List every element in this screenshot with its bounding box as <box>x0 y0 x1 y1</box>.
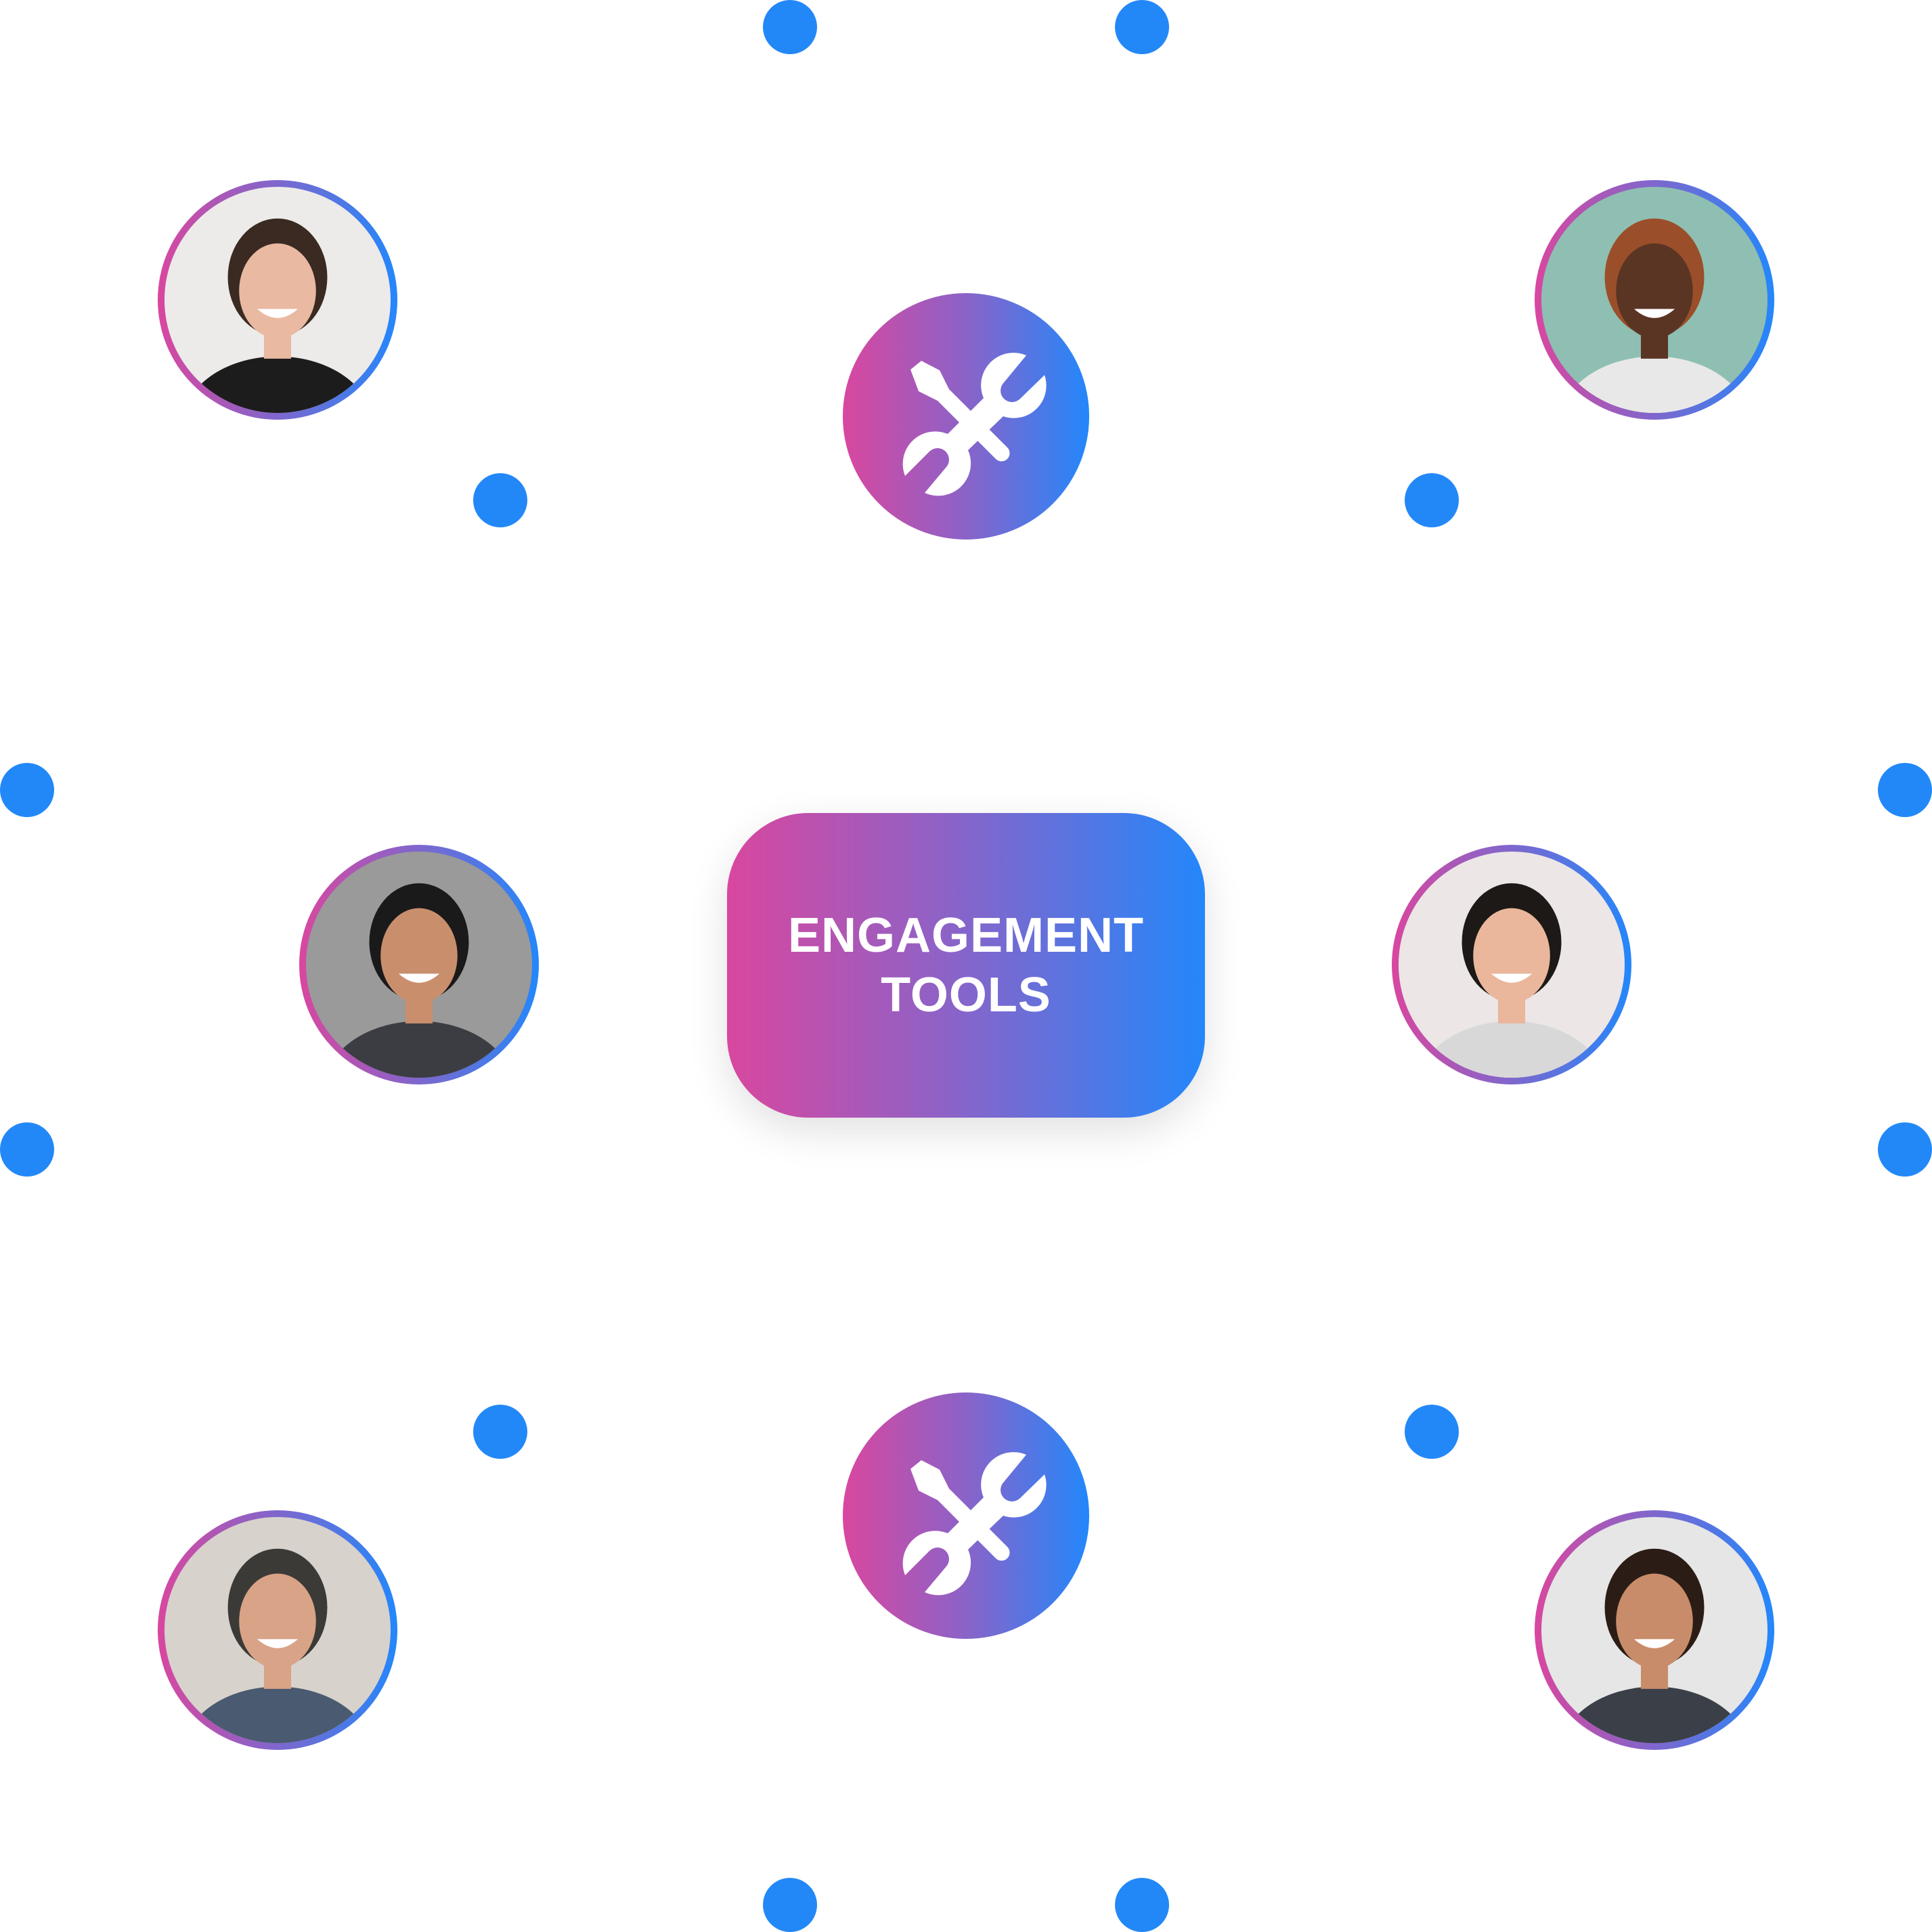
decorative-dot <box>763 0 817 54</box>
decorative-dot <box>1115 1878 1169 1932</box>
tools-icon <box>902 353 1047 496</box>
avatar <box>158 180 397 420</box>
person-photo <box>1541 1517 1768 1743</box>
card-title-line2: TOOLS <box>881 968 1051 1022</box>
avatar <box>158 1510 397 1750</box>
decorative-dot <box>473 473 527 527</box>
decorative-dot <box>0 1122 54 1177</box>
engagement-tools-card: ENGAGEMENT TOOLS <box>727 813 1205 1118</box>
decorative-dot <box>1878 1122 1932 1177</box>
tools-icon-top <box>843 293 1089 540</box>
decorative-dot <box>1878 763 1932 817</box>
person-photo <box>1399 852 1625 1078</box>
decorative-dot <box>1115 0 1169 54</box>
person-photo <box>164 187 391 413</box>
decorative-dot <box>473 1405 527 1459</box>
avatar <box>1535 1510 1774 1750</box>
avatar <box>1392 845 1631 1084</box>
decorative-dot <box>763 1878 817 1932</box>
decorative-dot <box>0 763 54 817</box>
tools-icon-bottom <box>843 1392 1089 1639</box>
decorative-dot <box>1405 1405 1459 1459</box>
card-title-line1: ENGAGEMENT <box>787 908 1145 963</box>
tools-icon <box>902 1452 1047 1596</box>
person-photo <box>306 852 532 1078</box>
person-photo <box>164 1517 391 1743</box>
decorative-dot <box>1405 473 1459 527</box>
avatar <box>1535 180 1774 420</box>
person-photo <box>1541 187 1768 413</box>
avatar <box>299 845 539 1084</box>
